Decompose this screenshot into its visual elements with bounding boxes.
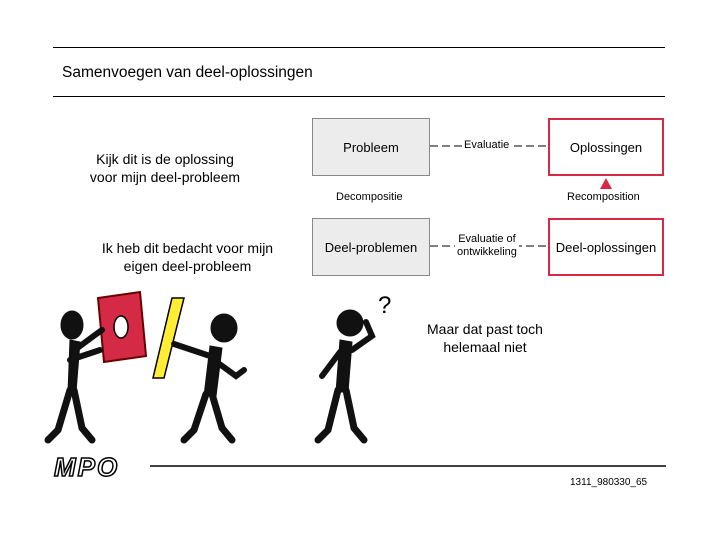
quote-left-top: Kijk dit is de oplossing voor mijn deel-… bbox=[60, 150, 270, 186]
quote-left-bottom-line1: Ik heb dit bedacht voor mijn bbox=[101, 240, 274, 256]
header-top-rule bbox=[53, 47, 665, 48]
red-frame-icon bbox=[96, 290, 148, 364]
stick-figure-middle-icon bbox=[171, 313, 247, 444]
yellow-bar-icon bbox=[152, 297, 185, 379]
label-decompositie: Decompositie bbox=[336, 191, 403, 203]
quote-right-line2: helemaal niet bbox=[443, 339, 527, 355]
label-recomposition: Recomposition bbox=[567, 191, 640, 203]
recomposition-arrow-icon bbox=[600, 178, 612, 189]
quote-left-bottom-line2: eigen deel-probleem bbox=[123, 258, 252, 274]
page-title: Samenvoegen van deel-oplossingen bbox=[62, 64, 313, 81]
label-evaluatie-ontwikkeling-line1: Evaluatie of bbox=[458, 233, 516, 245]
label-evaluatie-ontwikkeling: Evaluatie of ontwikkeling bbox=[455, 233, 519, 259]
oplossingen-box: Oplossingen bbox=[548, 118, 664, 176]
quote-left-bottom: Ik heb dit bedacht voor mijn eigen deel-… bbox=[75, 239, 300, 275]
deel-oplossingen-box: Deel-oplossingen bbox=[548, 218, 664, 276]
label-evaluatie: Evaluatie bbox=[462, 139, 512, 152]
quote-left-top-line1: Kijk dit is de oplossing bbox=[96, 151, 234, 167]
quote-right: Maar dat past toch helemaal niet bbox=[405, 320, 565, 356]
quote-right-line1: Maar dat past toch bbox=[427, 321, 543, 337]
label-evaluatie-ontwikkeling-line2: ontwikkeling bbox=[457, 246, 517, 258]
header-bottom-rule bbox=[53, 96, 665, 97]
probleem-box: Probleem bbox=[312, 118, 430, 176]
stick-figure-left-icon bbox=[44, 310, 105, 444]
slide-code: 1311_980330_65 bbox=[570, 477, 648, 488]
quote-left-top-line2: voor mijn deel-probleem bbox=[89, 169, 241, 185]
deel-problemen-box: Deel-problemen bbox=[312, 218, 430, 276]
stick-figure-thinking-icon bbox=[314, 309, 376, 444]
mpo-logo: MPO bbox=[53, 451, 120, 483]
question-mark: ? bbox=[378, 292, 392, 319]
